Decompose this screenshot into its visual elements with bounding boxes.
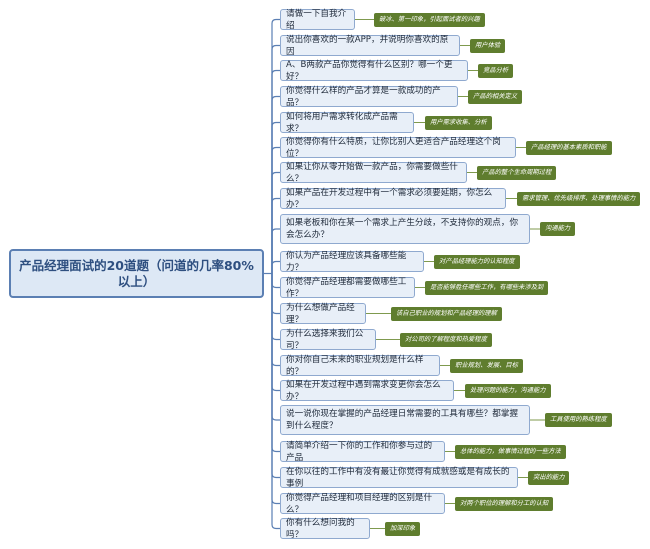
question-node[interactable]: 如何将用户需求转化成产品需求？ <box>280 111 414 134</box>
purpose-tag[interactable]: 沟通能力 <box>540 222 576 236</box>
question-text: 你有什么想问我的吗？ <box>286 517 355 540</box>
question-node[interactable]: 你觉得你有什么特质，让你比别人更适合产品经理这个岗位？ <box>280 136 516 159</box>
question-text: 说一说你现在掌握的产品经理日常需要的工具有哪些？都掌握到什么程度？ <box>286 409 519 431</box>
question-node[interactable]: 你觉得产品经理和项目经理的区别是什么？ <box>280 492 445 515</box>
branch-line <box>271 228 280 274</box>
question-node[interactable]: 请做一下自我介绍 <box>280 8 355 31</box>
purpose-tag[interactable]: 竞品分析 <box>478 63 514 78</box>
question-node[interactable]: 说一说你现在掌握的产品经理日常需要的工具有哪些？都掌握到什么程度？ <box>280 405 530 435</box>
question-text: 如何将用户需求转化成产品需求？ <box>286 111 398 134</box>
purpose-tag[interactable]: 该自己职业的规划和产品经理的理解 <box>391 306 502 321</box>
question-text: 为什么想做产品经理？ <box>286 302 355 325</box>
purpose-tag[interactable]: 用户体验 <box>470 38 506 53</box>
question-text: 如果在开发过程中遇到需求变更你会怎么办？ <box>286 379 441 402</box>
question-text: 如果让你从零开始做一款产品，你需要做些什么？ <box>286 161 458 184</box>
branch-line <box>271 146 280 274</box>
branch-line <box>271 273 280 530</box>
branch-line <box>271 273 280 421</box>
question-text: 为什么选择来我们公司？ <box>286 328 364 351</box>
branch-line <box>271 18 280 274</box>
branch-line <box>271 69 280 274</box>
purpose-tag[interactable]: 工具使用的熟练程度 <box>545 413 612 427</box>
question-text: 在你以往的工作中有没有最让你觉得有成就感或是有成长的事例 <box>286 466 510 489</box>
purpose-tag[interactable]: 对产品经理能力的认知程度 <box>434 254 520 269</box>
purpose-tag[interactable]: 破冰、第一印象，引起面试者的兴趣 <box>374 12 485 27</box>
purpose-tag[interactable]: 突出的能力 <box>528 470 570 485</box>
question-text: 说出你喜欢的一款APP，并说明你喜欢的原因 <box>286 34 449 57</box>
question-node[interactable]: 如果老板和你在某一个需求上产生分歧，不支持你的观点，你会怎么办？ <box>280 214 530 244</box>
question-node[interactable]: 你觉得什么样的产品才算是一款成功的产品？ <box>280 85 458 108</box>
root-topic[interactable]: 产品经理面试的20道题（问道的几率80%以上） <box>9 249 264 298</box>
branch-line <box>271 171 280 274</box>
branch-line <box>271 273 280 505</box>
question-node[interactable]: 你有什么想问我的吗？ <box>280 517 370 540</box>
purpose-tag[interactable]: 总体的能力，做事情过程的一些方法 <box>455 444 566 459</box>
purpose-tag[interactable]: 职业规划、发展、目标 <box>450 358 523 373</box>
root-title: 产品经理面试的20道题（问道的几率80%以上） <box>19 257 254 289</box>
branch-line <box>271 95 280 274</box>
question-node[interactable]: 你认为产品经理应该具备哪些能力？ <box>280 250 424 273</box>
purpose-tag[interactable]: 加深印象 <box>385 521 421 536</box>
question-text: A、B两款产品你觉得有什么区别？哪一个更好？ <box>286 59 453 82</box>
question-node[interactable]: 如果让你从零开始做一款产品，你需要做些什么？ <box>280 161 467 184</box>
question-node[interactable]: 为什么想做产品经理？ <box>280 302 366 325</box>
branch-line <box>271 273 280 392</box>
branch-line <box>271 273 280 453</box>
question-node[interactable]: 如果产品在开发过程中有一个需求必须要延期，你怎么办？ <box>280 187 506 210</box>
question-text: 你觉得产品经理都需要做哪些工作？ <box>286 276 407 299</box>
purpose-tag[interactable]: 需求管理、优先级排序、处理事情的能力 <box>517 191 641 206</box>
question-node[interactable]: 请简单介绍一下你的工作和你参与过的产品 <box>280 440 445 463</box>
question-text: 你认为产品经理应该具备哪些能力？ <box>286 250 407 273</box>
branch-line <box>271 197 280 274</box>
question-node[interactable]: 在你以往的工作中有没有最让你觉得有成就感或是有成长的事例 <box>280 466 518 489</box>
question-text: 如果老板和你在某一个需求上产生分歧，不支持你的观点，你会怎么办？ <box>286 218 519 240</box>
question-node[interactable]: 为什么选择来我们公司？ <box>280 328 376 351</box>
question-node[interactable]: 你觉得产品经理都需要做哪些工作？ <box>280 276 415 299</box>
branch-line <box>271 273 280 479</box>
question-text: 你觉得产品经理和项目经理的区别是什么？ <box>286 492 433 515</box>
question-text: 请简单介绍一下你的工作和你参与过的产品 <box>286 440 433 463</box>
purpose-tag[interactable]: 处理问题的能力，沟通能力 <box>465 383 551 398</box>
branch-line <box>271 273 280 315</box>
question-text: 你觉得什么样的产品才算是一款成功的产品？ <box>286 85 441 108</box>
question-text: 你对你自己未来的职业规划是什么样的？ <box>286 354 424 377</box>
branch-line <box>271 44 280 274</box>
question-text: 如果产品在开发过程中有一个需求必须要延期，你怎么办？ <box>286 187 493 210</box>
purpose-tag[interactable]: 对公司的了解程度和热爱程度 <box>400 332 492 347</box>
branch-line <box>271 273 280 289</box>
question-node[interactable]: A、B两款产品你觉得有什么区别？哪一个更好？ <box>280 59 468 82</box>
purpose-tag[interactable]: 产品的整个生命周期过程 <box>477 165 557 180</box>
question-node[interactable]: 你对你自己未来的职业规划是什么样的？ <box>280 354 440 377</box>
purpose-tag[interactable]: 产品经理的基本素质和职能 <box>526 140 612 155</box>
branch-line <box>271 260 280 274</box>
purpose-tag[interactable]: 是否能够胜任哪些工作，有哪些未涉及到 <box>425 280 549 295</box>
question-text: 请做一下自我介绍 <box>286 8 347 31</box>
question-node[interactable]: 说出你喜欢的一款APP，并说明你喜欢的原因 <box>280 34 460 57</box>
question-node[interactable]: 如果在开发过程中遇到需求变更你会怎么办？ <box>280 379 454 402</box>
purpose-tag[interactable]: 产品的相关定义 <box>468 89 523 104</box>
branch-line <box>271 273 280 341</box>
question-text: 你觉得你有什么特质，让你比别人更适合产品经理这个岗位？ <box>286 136 501 159</box>
purpose-tag[interactable]: 对两个职位的理解和分工的认知 <box>455 496 554 511</box>
branch-line <box>271 121 280 274</box>
purpose-tag[interactable]: 用户需求收集、分析 <box>425 115 492 130</box>
